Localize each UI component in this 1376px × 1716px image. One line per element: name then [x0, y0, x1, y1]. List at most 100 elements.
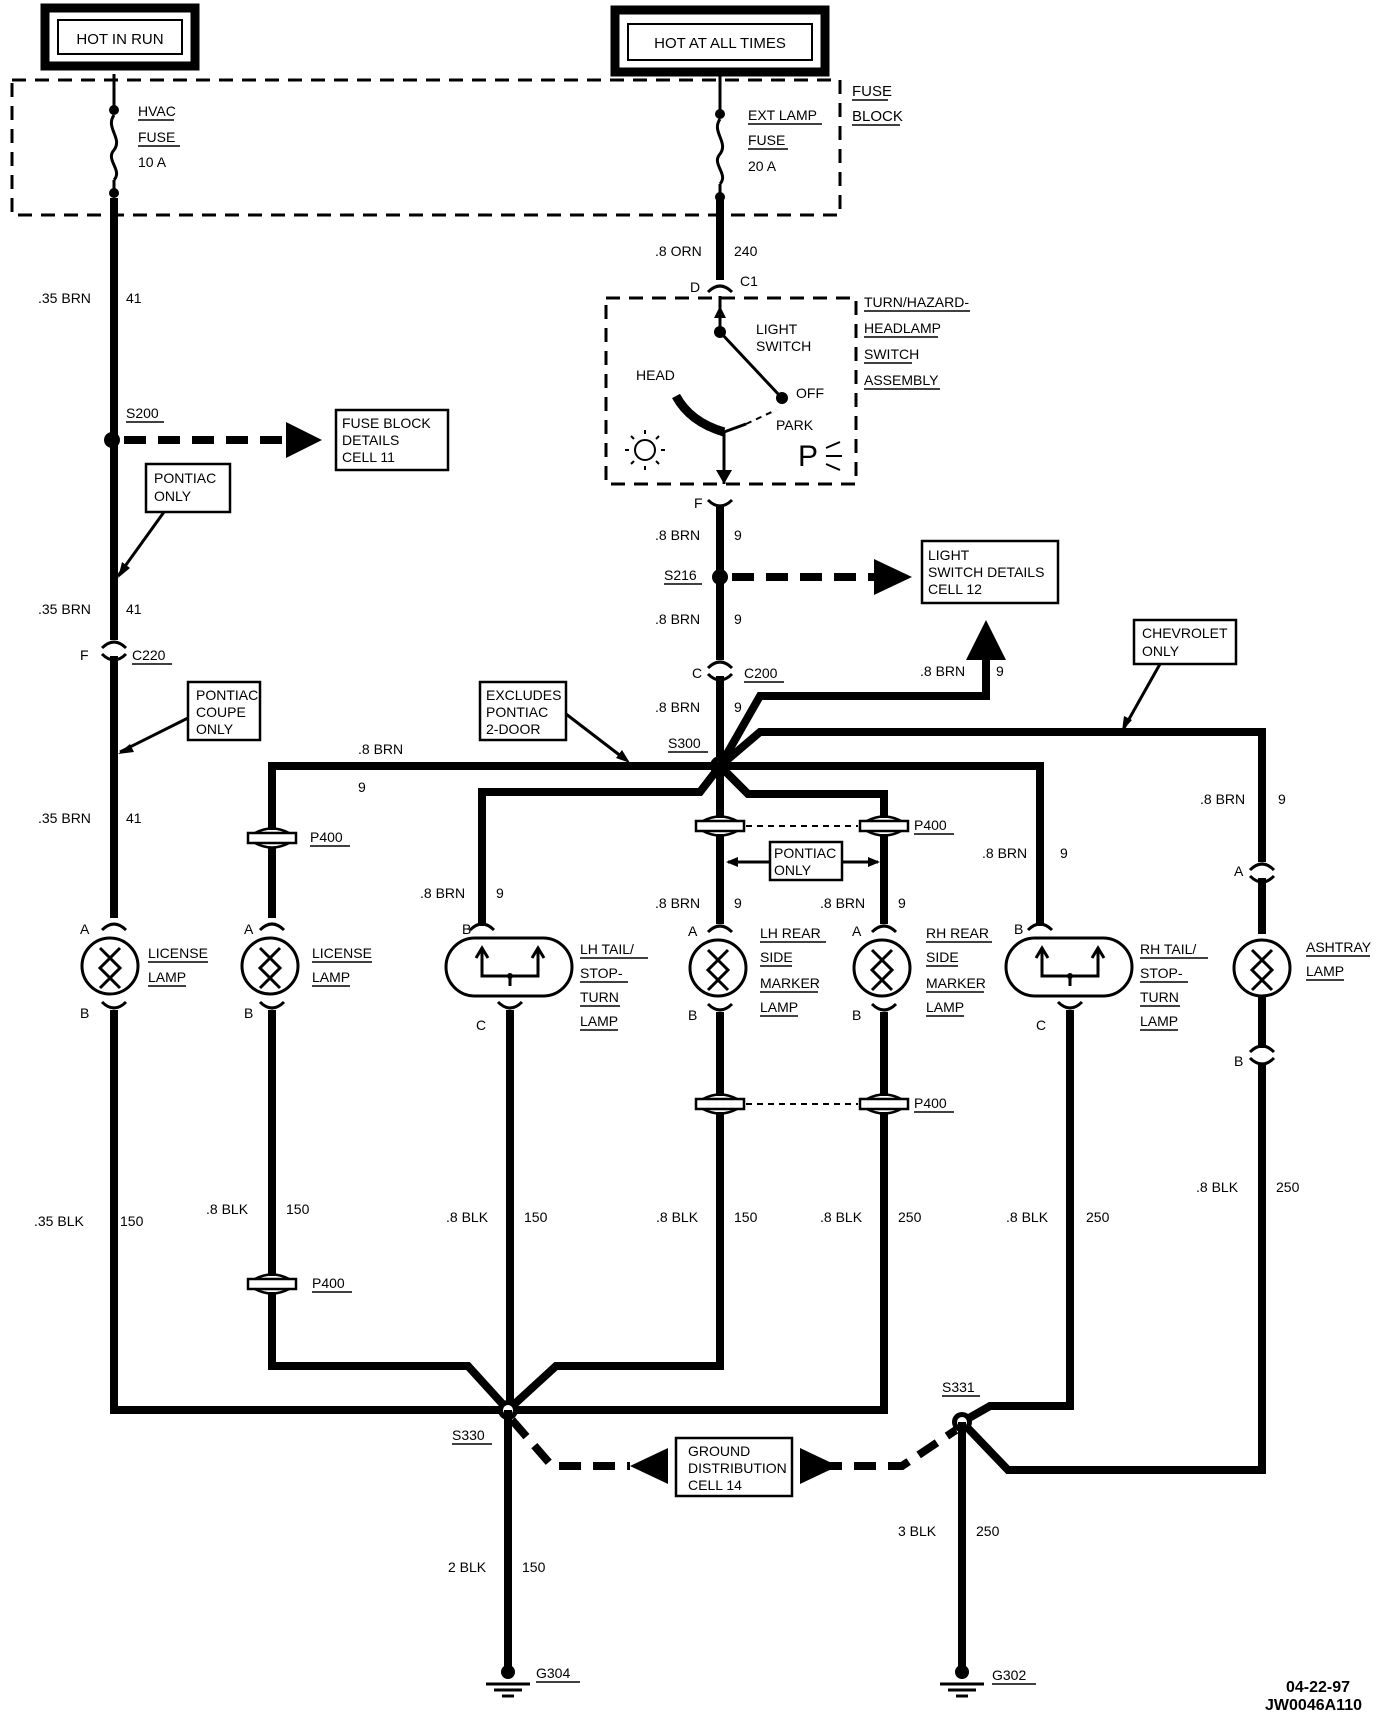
sw-title-3: SWITCH	[864, 346, 919, 362]
s331-label: S331	[942, 1379, 975, 1395]
hot-in-run-label: HOT IN RUN	[76, 31, 163, 48]
brn9-rhside-circuit: 9	[898, 895, 906, 911]
brn9-rhtail-circuit: 9	[1060, 845, 1068, 861]
brn9-rhtail-gauge: .8 BRN	[982, 845, 1027, 861]
rh-tail-l2: STOP-	[1140, 965, 1183, 981]
brn9-left-circuit: 9	[358, 779, 366, 795]
rh-tail-pin-b: B	[1014, 921, 1023, 937]
lh-tail-l3: TURN	[580, 989, 619, 1005]
ground-returns: .35 BLK 150 .8 BLK 150 .8 BLK 150 .8 BLK…	[34, 1010, 1300, 1670]
license-1-pin-b: B	[80, 1005, 89, 1021]
ashtray-l1: ASHTRAY	[1306, 939, 1372, 955]
lsd-l3: CELL 12	[928, 581, 982, 597]
brn9-up-circuit: 9	[996, 663, 1004, 679]
footer-date: 04-22-97	[1286, 1679, 1350, 1696]
rh-tail-l3: TURN	[1140, 989, 1179, 1005]
light-switch-details-note: LIGHT SWITCH DETAILS CELL 12	[920, 539, 1060, 605]
hot-at-all-times-label: HOT AT ALL TIMES	[654, 35, 786, 52]
blk-f-circuit: 250	[1086, 1209, 1110, 1225]
brn9-left-gauge: .8 BRN	[358, 741, 403, 757]
g304-label: G304	[536, 1665, 570, 1681]
ground-distribution-note: GROUND DISTRIBUTION CELL 14	[674, 1436, 794, 1498]
s300-label: S300	[668, 735, 701, 751]
blk-f-gauge: .8 BLK	[1006, 1209, 1049, 1225]
headlamp-icon	[625, 430, 665, 470]
lh-tail-l1: LH TAIL/	[580, 941, 634, 957]
fuse-block-label-1: FUSE	[852, 83, 892, 100]
sw-park: PARK	[776, 417, 814, 433]
excludes-pontiac-note: EXCLUDES PONTIAC 2-DOOR	[478, 680, 630, 763]
lh-tail-lamp: B C LH TAIL/ STOP- TURN LAMP	[444, 921, 648, 1033]
brn41-b-circuit: 41	[126, 601, 142, 617]
brn9-a-circuit: 9	[734, 527, 742, 543]
p400-a-label: P400	[310, 829, 343, 845]
c200-label: C200	[744, 665, 778, 681]
brn9-c-circuit: 9	[734, 699, 742, 715]
ep-l1: EXCLUDES	[486, 687, 561, 703]
ashtray-pin-b: B	[1234, 1053, 1243, 1069]
brn41-b-gauge: .35 BRN	[38, 601, 91, 617]
sw-title-4: ASSEMBLY	[864, 372, 939, 388]
pco-l3: ONLY	[196, 721, 234, 737]
gd-l3: CELL 14	[688, 1477, 742, 1493]
sw-head: HEAD	[636, 367, 675, 383]
brn9-lhtail-circuit: 9	[496, 885, 504, 901]
po-l2: ONLY	[154, 488, 192, 504]
co-l1: CHEVROLET	[1142, 625, 1228, 641]
gd-l1: GROUND	[688, 1443, 750, 1459]
p400-b-label: P400	[914, 817, 947, 833]
blk-g-circuit: 250	[1276, 1179, 1300, 1195]
lh-tail-l2: STOP-	[580, 965, 623, 981]
blk-d-gauge: .8 BLK	[656, 1209, 699, 1225]
brn9-a-gauge: .8 BRN	[655, 527, 700, 543]
rh-side-l2: SIDE	[926, 949, 959, 965]
ground-g302: G302	[940, 1665, 1036, 1698]
blk-g302-gauge: 3 BLK	[898, 1523, 937, 1539]
sw-title-2: HEADLAMP	[864, 320, 941, 336]
blk-c-circuit: 150	[524, 1209, 548, 1225]
fuse-block: FUSE BLOCK HVAC FUSE 10 A EXT LAMP FUSE …	[10, 74, 903, 217]
lh-side-l1: LH REAR	[760, 925, 821, 941]
ground-g304: G304	[486, 1665, 580, 1698]
blk-c-gauge: .8 BLK	[446, 1209, 489, 1225]
license-1-l2: LAMP	[148, 969, 186, 985]
g302-label: G302	[992, 1667, 1026, 1683]
brn9-ash-gauge: .8 BRN	[1200, 791, 1245, 807]
rh-side-pin-b: B	[852, 1007, 861, 1023]
lh-side-l2: SIDE	[760, 949, 793, 965]
s216-label: S216	[664, 567, 697, 583]
license-2-pin-b: B	[244, 1005, 253, 1021]
license-lamp-1: A B LICENSE LAMP	[80, 921, 208, 1021]
lh-side-pin-b: B	[688, 1007, 697, 1023]
orn240-gauge: .8 ORN	[655, 243, 702, 259]
license-lamp-2: A B LICENSE LAMP	[240, 921, 372, 1021]
pontiac-coupe-only-note: PONTIAC COUPE ONLY	[118, 680, 262, 754]
park-lamp-icon: P	[798, 440, 842, 473]
hvac-fuse-l2: FUSE	[138, 129, 175, 145]
blk-g302-circuit: 250	[976, 1523, 1000, 1539]
pco-l1: PONTIAC	[196, 687, 258, 703]
rh-tail-pin-c: C	[1036, 1017, 1046, 1033]
license-1-l1: LICENSE	[148, 945, 208, 961]
brn9-b-circuit: 9	[734, 611, 742, 627]
rh-tail-l4: LAMP	[1140, 1013, 1178, 1029]
circuit-41-left: .35 BRN 41 S200 .35 BRN 41 F C220 .35 BR…	[38, 198, 322, 918]
headlamp-switch-assembly: TURN/HAZARD- HEADLAMP SWITCH ASSEMBLY LI…	[604, 294, 970, 511]
ext-lamp-fuse-l3: 20 A	[748, 158, 777, 174]
ep-l3: 2-DOOR	[486, 721, 540, 737]
rh-tail-lamp: B C RH TAIL/ STOP- TURN LAMP	[1004, 921, 1208, 1033]
brn41-c-gauge: .35 BRN	[38, 810, 91, 826]
lsd-l2: SWITCH DETAILS	[928, 564, 1044, 580]
fbd-l2: DETAILS	[342, 432, 399, 448]
ext-lamp-fuse-l1: EXT LAMP	[748, 107, 817, 123]
gd-l2: DISTRIBUTION	[688, 1460, 787, 1476]
rh-side-l3: MARKER	[926, 975, 986, 991]
hvac-fuse-l3: 10 A	[138, 154, 167, 170]
brn9-lhtail-gauge: .8 BRN	[420, 885, 465, 901]
switch-connector-c1: C1	[740, 273, 758, 289]
brn9-rhside-gauge: .8 BRN	[820, 895, 865, 911]
po-l1: PONTIAC	[154, 470, 216, 486]
pontiac-only-2-note: PONTIAC ONLY	[726, 840, 880, 882]
ext-lamp-fuse-l2: FUSE	[748, 132, 785, 148]
